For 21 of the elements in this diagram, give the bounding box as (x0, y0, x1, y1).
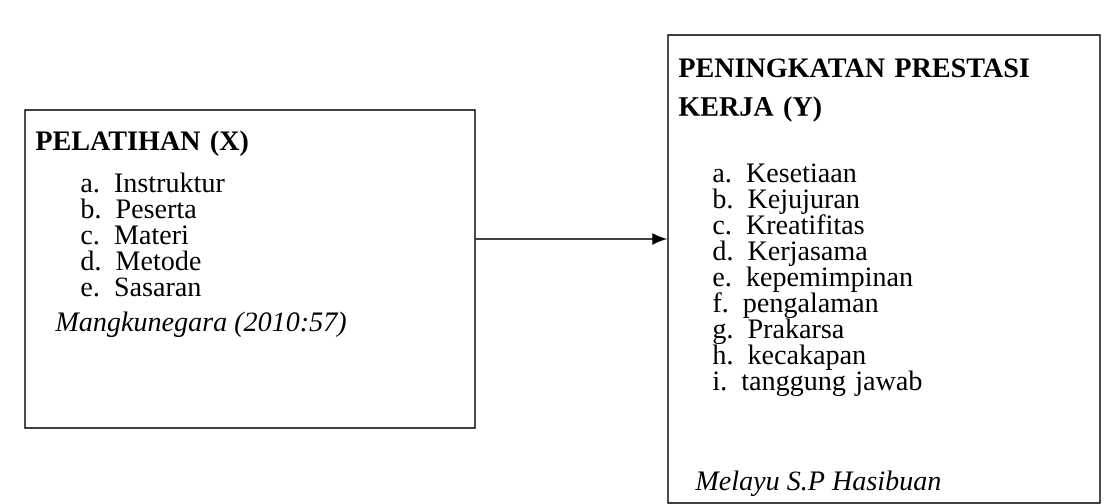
list-item: b. Kejujuran (712, 188, 860, 214)
list-item: c. Kreatifitas (713, 214, 864, 235)
list-item: e. Sasaran (81, 277, 201, 297)
list-item: c. Materi (81, 225, 189, 245)
list-item: f. pengalaman (713, 292, 879, 319)
list-item: h. kecakapan (712, 344, 866, 370)
list-item: d. Metode (81, 250, 201, 271)
arrow (474, 233, 665, 245)
citation: Melayu S.P Hasibuan (695, 470, 941, 497)
concept-box (24, 109, 476, 429)
list-item: b. Peserta (80, 198, 197, 219)
list-item: g. Prakarsa (713, 318, 844, 345)
list-item: i. tanggung jawab (712, 370, 922, 397)
list-item: e. kepemimpinan (713, 266, 913, 292)
list-item: a. Instruktur (81, 172, 225, 193)
list-item: d. Kerjasama (713, 240, 868, 266)
list-item: a. Kesetiaan (713, 163, 857, 183)
concept-box (667, 34, 1101, 504)
heading: PELATIHAN (X) (35, 130, 248, 156)
heading: PENINGKATAN PRESTASI KERJA (Y) (678, 58, 1029, 122)
citation: Mangkunegara (2010:57) (55, 311, 346, 337)
